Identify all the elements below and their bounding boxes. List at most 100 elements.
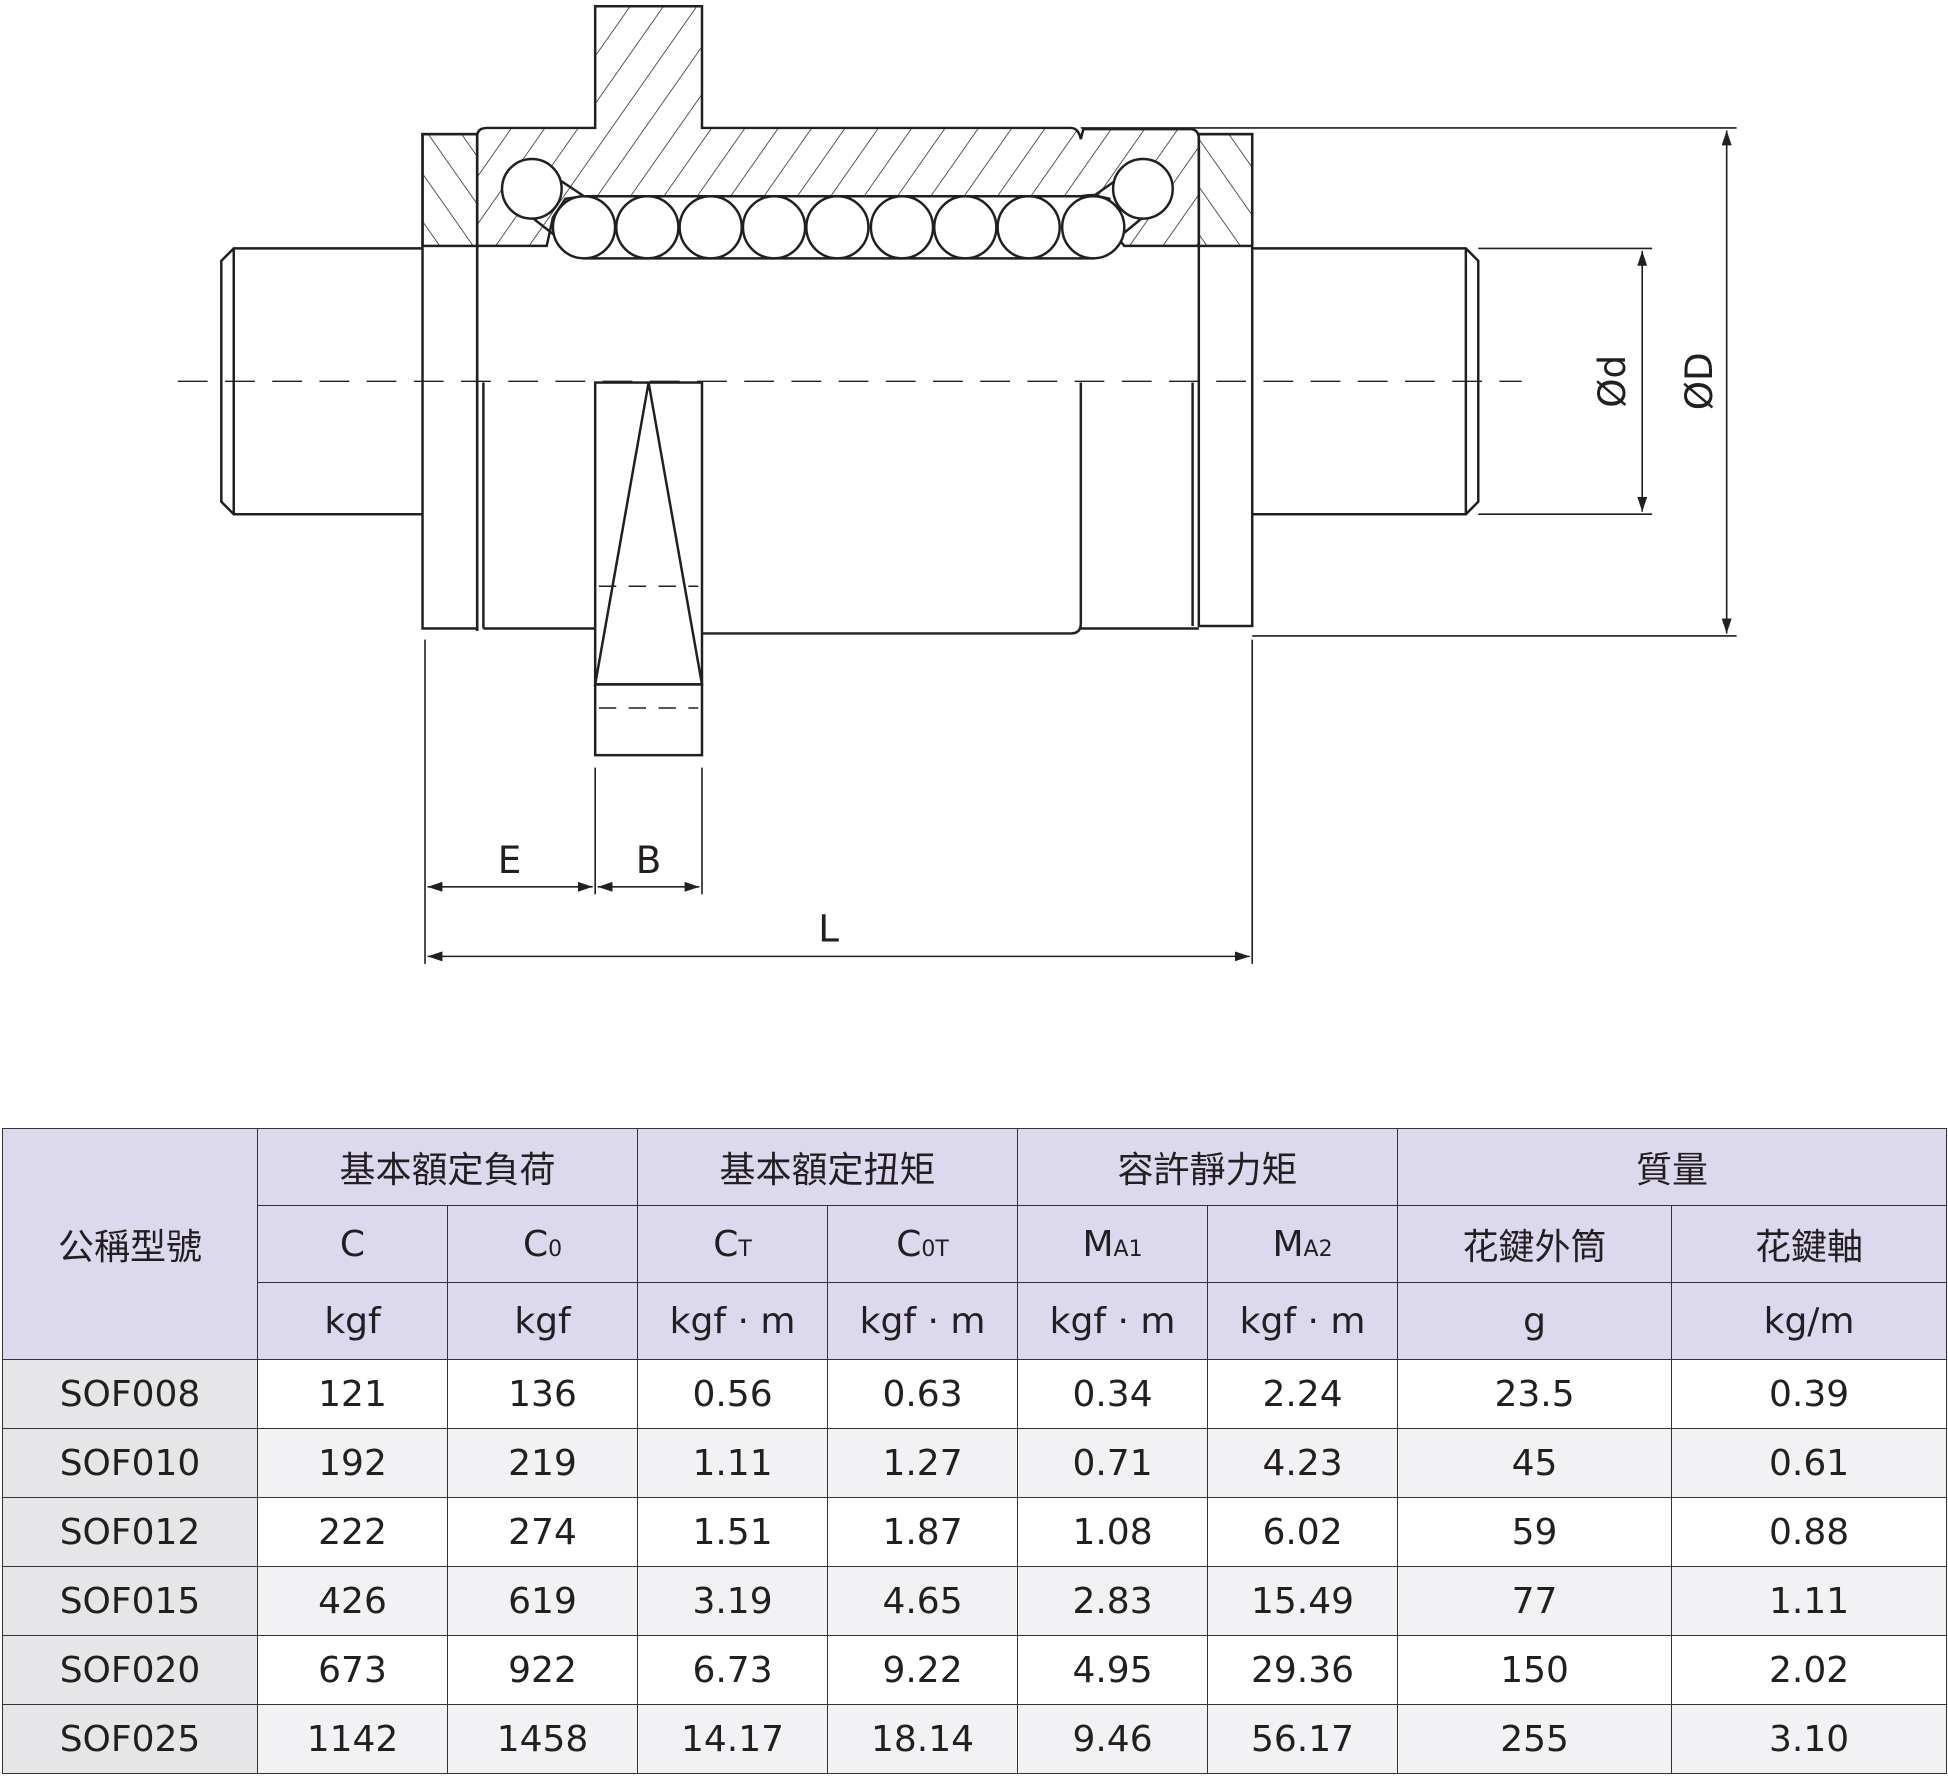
value-cell: 1.11 bbox=[637, 1428, 829, 1498]
value-cell: 4.23 bbox=[1207, 1428, 1399, 1498]
dim-label-l: L bbox=[818, 906, 839, 950]
symbol-subscript: T bbox=[738, 1236, 752, 1262]
value-cell: 14.17 bbox=[637, 1704, 829, 1774]
symbol-header: 花鍵外筒 bbox=[1397, 1205, 1673, 1283]
value-cell: 4.95 bbox=[1017, 1635, 1209, 1705]
value-cell: 673 bbox=[257, 1635, 448, 1705]
value-cell: 1.87 bbox=[827, 1497, 1019, 1567]
unit-header: g bbox=[1397, 1282, 1673, 1360]
model-header: 公稱型號 bbox=[2, 1128, 258, 1360]
value-cell: 59 bbox=[1397, 1497, 1673, 1567]
header-group-row: 公稱型號 基本額定負荷 基本額定扭矩 容許靜力矩 質量 bbox=[2, 1128, 1948, 1360]
value-cell: 2.83 bbox=[1017, 1566, 1209, 1636]
value-cell: 0.34 bbox=[1017, 1359, 1209, 1429]
model-cell: SOF020 bbox=[2, 1635, 258, 1705]
symbol-main: M bbox=[1272, 1223, 1304, 1265]
model-cell: SOF010 bbox=[2, 1428, 258, 1498]
unit-header: kgf · m bbox=[1207, 1282, 1399, 1360]
value-cell: 255 bbox=[1397, 1704, 1673, 1774]
value-cell: 192 bbox=[257, 1428, 448, 1498]
symbol-header: MA1 bbox=[1017, 1205, 1209, 1283]
value-cell: 0.71 bbox=[1017, 1428, 1209, 1498]
symbol-main: C bbox=[339, 1223, 366, 1265]
value-cell: 18.14 bbox=[827, 1704, 1019, 1774]
value-cell: 136 bbox=[446, 1359, 639, 1429]
value-cell: 1.11 bbox=[1671, 1566, 1948, 1636]
value-cell: 426 bbox=[257, 1566, 448, 1636]
value-cell: 3.10 bbox=[1671, 1704, 1948, 1774]
value-cell: 4.65 bbox=[827, 1566, 1019, 1636]
symbol-main: M bbox=[1082, 1223, 1114, 1265]
value-cell: 219 bbox=[446, 1428, 639, 1498]
value-cell: 121 bbox=[257, 1359, 448, 1429]
value-cell: 15.49 bbox=[1207, 1566, 1399, 1636]
value-cell: 23.5 bbox=[1397, 1359, 1673, 1429]
seal-right bbox=[1197, 132, 1254, 628]
symbol-main: C bbox=[896, 1223, 922, 1265]
dim-label-D: ØD bbox=[1677, 352, 1721, 410]
value-cell: 45 bbox=[1397, 1428, 1673, 1498]
value-cell: 0.39 bbox=[1671, 1359, 1948, 1429]
dimension-lines bbox=[424, 127, 1737, 964]
value-cell: 9.46 bbox=[1017, 1704, 1209, 1774]
symbol-subscript: 0 bbox=[548, 1236, 563, 1262]
unit-header: kgf bbox=[257, 1282, 448, 1360]
unit-header: kg/m bbox=[1671, 1282, 1948, 1360]
symbol-header: CT bbox=[637, 1205, 829, 1283]
symbol-header: C bbox=[257, 1205, 448, 1283]
value-cell: 6.73 bbox=[637, 1635, 829, 1705]
symbol-header: C0 bbox=[446, 1205, 639, 1283]
group-header: 基本額定負荷 bbox=[256, 1128, 639, 1206]
value-cell: 2.02 bbox=[1671, 1635, 1948, 1705]
key-section bbox=[593, 381, 704, 757]
value-cell: 56.17 bbox=[1207, 1704, 1399, 1774]
symbol-main: 花鍵軸 bbox=[1755, 1227, 1864, 1268]
value-cell: 0.56 bbox=[637, 1359, 829, 1429]
value-cell: 1.27 bbox=[827, 1428, 1019, 1498]
ball-spline-drawing: E B L Ød ØD bbox=[177, 4, 1737, 964]
model-cell: SOF012 bbox=[2, 1497, 258, 1567]
group-header: 基本額定扭矩 bbox=[637, 1128, 1019, 1206]
symbol-main: C bbox=[522, 1223, 549, 1265]
model-cell: SOF015 bbox=[2, 1566, 258, 1636]
value-cell: 150 bbox=[1397, 1635, 1673, 1705]
group-header: 質量 bbox=[1397, 1128, 1948, 1206]
value-cell: 1458 bbox=[446, 1704, 639, 1774]
symbol-header: MA2 bbox=[1207, 1205, 1399, 1283]
symbol-header: 花鍵軸 bbox=[1671, 1205, 1948, 1283]
group-header: 容許靜力矩 bbox=[1017, 1128, 1399, 1206]
value-cell: 9.22 bbox=[827, 1635, 1019, 1705]
unit-header: kgf bbox=[446, 1282, 639, 1360]
unit-header: kgf · m bbox=[637, 1282, 829, 1360]
symbol-main: C bbox=[713, 1223, 739, 1265]
value-cell: 0.61 bbox=[1671, 1428, 1948, 1498]
value-cell: 1.51 bbox=[637, 1497, 829, 1567]
value-cell: 274 bbox=[446, 1497, 639, 1567]
symbol-subscript: A2 bbox=[1303, 1236, 1333, 1262]
value-cell: 1142 bbox=[257, 1704, 448, 1774]
dim-label-b: B bbox=[636, 838, 662, 882]
unit-header: kgf · m bbox=[1017, 1282, 1209, 1360]
symbol-subscript: A1 bbox=[1113, 1236, 1143, 1262]
model-cell: SOF008 bbox=[2, 1359, 258, 1429]
value-cell: 922 bbox=[446, 1635, 639, 1705]
symbol-header: C0T bbox=[827, 1205, 1019, 1283]
value-cell: 2.24 bbox=[1207, 1359, 1399, 1429]
unit-header: kgf · m bbox=[827, 1282, 1019, 1360]
model-cell: SOF025 bbox=[2, 1704, 258, 1774]
value-cell: 619 bbox=[446, 1566, 639, 1636]
value-cell: 222 bbox=[257, 1497, 448, 1567]
ball-track bbox=[500, 157, 1174, 260]
value-cell: 3.19 bbox=[637, 1566, 829, 1636]
dim-label-d: Ød bbox=[1590, 355, 1634, 408]
outer-sleeve-body bbox=[475, 245, 1199, 635]
value-cell: 77 bbox=[1397, 1566, 1673, 1636]
value-cell: 29.36 bbox=[1207, 1635, 1399, 1705]
